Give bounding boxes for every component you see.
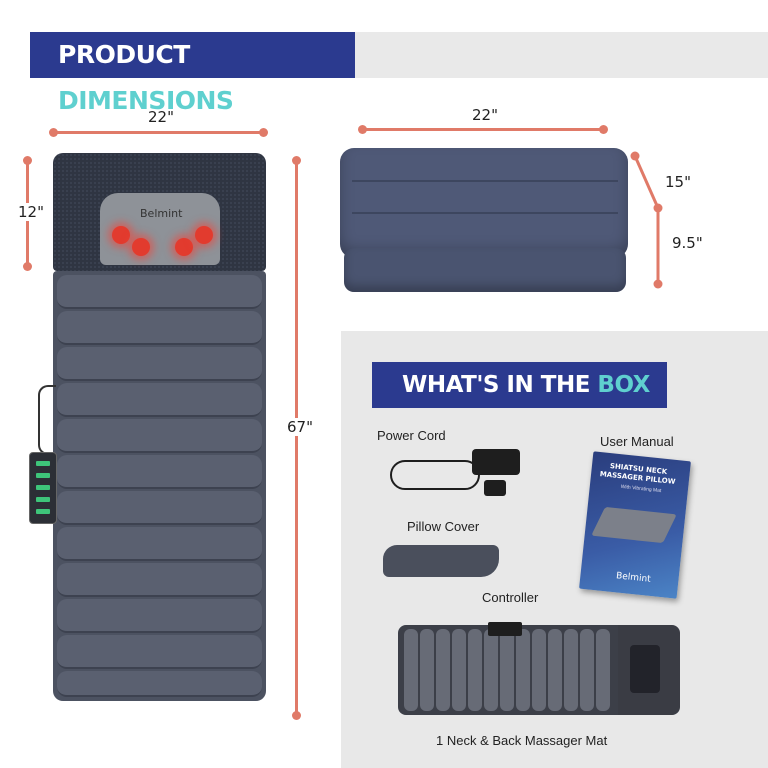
user-manual-label: User Manual (600, 434, 674, 449)
mat-rib (564, 629, 578, 711)
mat-rib (484, 629, 498, 711)
massager-mat-label: 1 Neck & Back Massager Mat (436, 733, 608, 748)
mat-rib (452, 629, 466, 711)
head-height-dot-bottom (23, 262, 32, 271)
controller-label: Controller (482, 590, 539, 605)
header-strip (355, 32, 768, 78)
mat-segment (57, 563, 262, 597)
heat-node-3 (175, 238, 193, 256)
folded-depth-line (630, 151, 663, 289)
mat-segment (57, 311, 262, 345)
head-height-dot-top (23, 156, 32, 165)
folded-mat-top (340, 148, 628, 258)
mat-segment (57, 347, 262, 381)
controller-led (36, 461, 50, 466)
folded-mat-seam (352, 212, 618, 214)
folded-height-label: 9.5" (672, 234, 703, 252)
mat-rib (468, 629, 482, 711)
header-banner: PRODUCT DIMENSIONS (30, 32, 355, 115)
folded-width-dot-left (358, 125, 367, 134)
controller-led (36, 497, 50, 502)
heat-node-2 (132, 238, 150, 256)
head-height-label: 12" (18, 203, 44, 221)
power-plug-icon (484, 480, 506, 496)
power-cord-label: Power Cord (377, 428, 446, 443)
pillow-cover-image (383, 545, 499, 577)
mat-segment (57, 383, 262, 417)
mat-segment (57, 419, 262, 453)
power-adapter-icon (472, 449, 520, 475)
mat-length-line (295, 160, 298, 715)
mat-rib (532, 629, 546, 711)
mat-width-dot-right (259, 128, 268, 137)
folded-mat-bottom (344, 248, 626, 292)
folded-width-label: 22" (472, 106, 498, 124)
header-title-part1: PRODUCT (58, 40, 190, 69)
box-title-part2: BOX (597, 372, 650, 398)
mat-width-dot-left (49, 128, 58, 137)
mat-width-label: 22" (148, 108, 174, 126)
header-title-part2: DIMENSIONS (58, 86, 234, 115)
box-banner: WHAT'S IN THE BOX (372, 362, 667, 408)
folded-width-line (362, 128, 604, 131)
heat-node-1 (112, 226, 130, 244)
pillow-cover-label: Pillow Cover (407, 519, 480, 534)
mat-controller (29, 452, 57, 524)
mat-rib (580, 629, 594, 711)
mat-rib (516, 629, 530, 711)
mat-length-label: 67" (287, 418, 313, 436)
mat-width-line (54, 131, 264, 134)
mat-rib (404, 629, 418, 711)
controller-image (488, 622, 522, 636)
mat-length-dot-top (292, 156, 301, 165)
mat-rib (548, 629, 562, 711)
controller-cord (38, 385, 56, 455)
folded-depth-label: 15" (665, 173, 691, 191)
mat-segment (57, 275, 262, 309)
mat-segment (57, 671, 262, 697)
folded-width-dot-right (599, 125, 608, 134)
box-title-part1: WHAT'S IN THE (402, 372, 590, 398)
controller-led (36, 473, 50, 478)
mat-segment (57, 455, 262, 489)
heat-node-4 (195, 226, 213, 244)
controller-led (36, 509, 50, 514)
mat-segment (57, 599, 262, 633)
mat-body (53, 271, 266, 701)
mat-rib (500, 629, 514, 711)
controller-led (36, 485, 50, 490)
mat-length-dot-bottom (292, 711, 301, 720)
power-cord-wire (390, 460, 480, 490)
mat-rib (420, 629, 434, 711)
mat-segment (57, 491, 262, 525)
mat-rib (436, 629, 450, 711)
mat-segment (57, 635, 262, 669)
mat-headrest-panel (630, 645, 660, 693)
mat-rib (596, 629, 610, 711)
folded-mat-seam (352, 180, 618, 182)
mat-brand-label: Belmint (140, 207, 183, 220)
mat-segment (57, 527, 262, 561)
